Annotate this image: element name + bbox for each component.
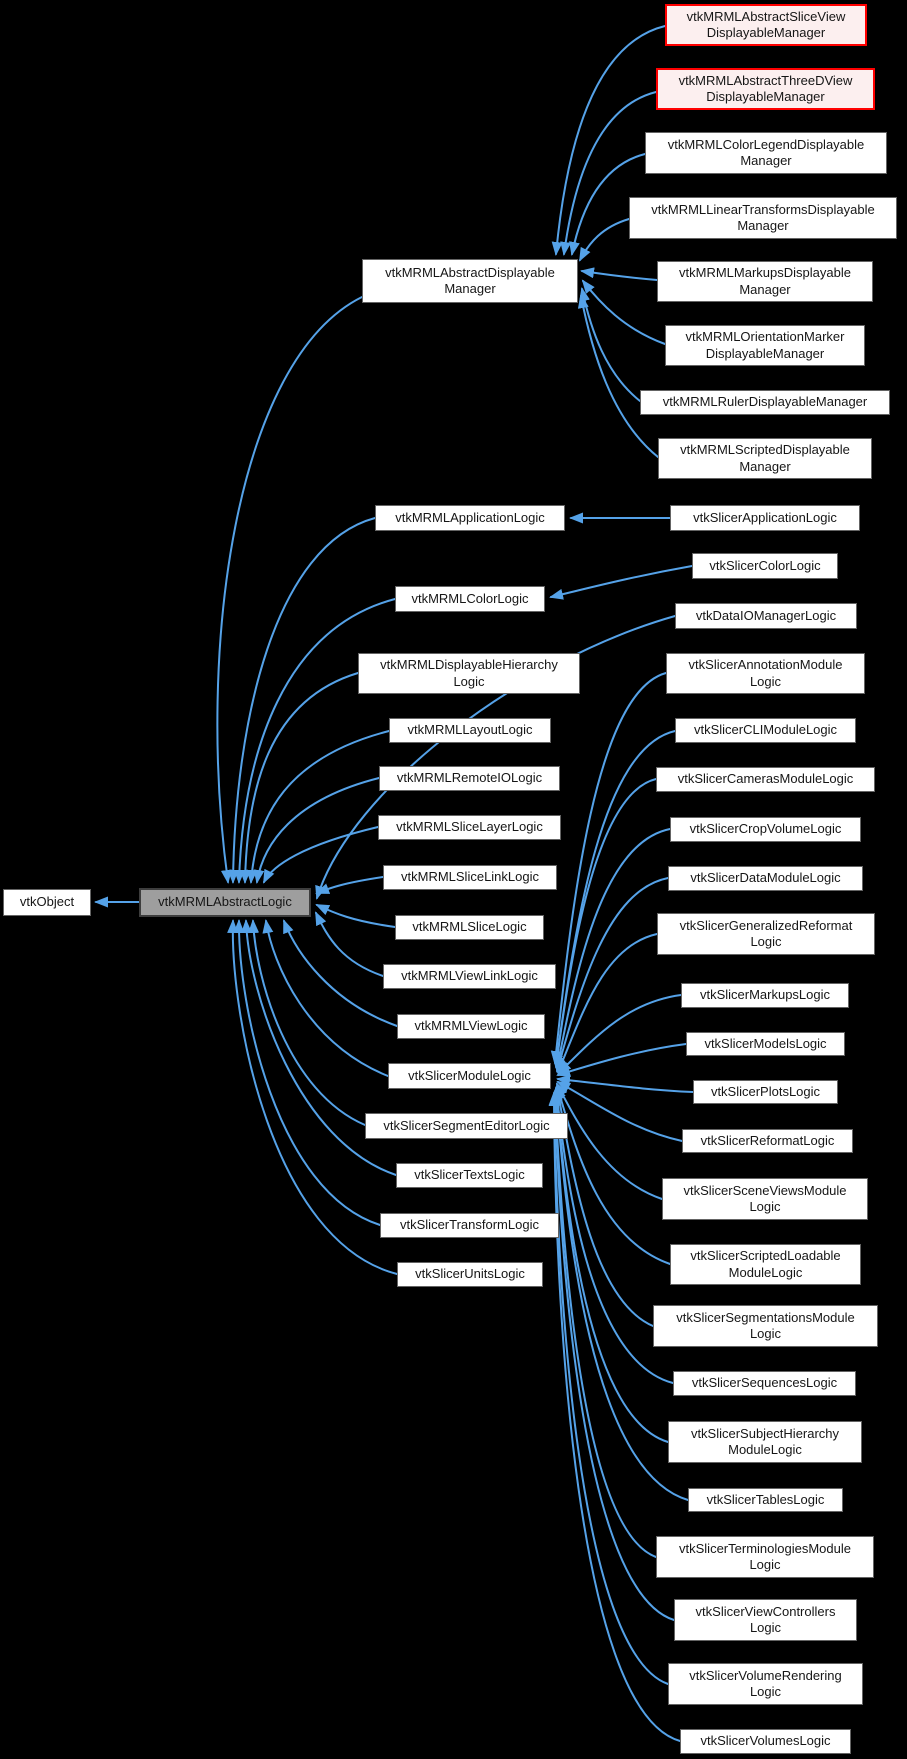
node-vtkMRMLDisplayableHierarchyLogic[interactable]: vtkMRMLDisplayableHierarchy Logic xyxy=(358,653,580,694)
node-vtkSlicerColorLogic[interactable]: vtkSlicerColorLogic xyxy=(692,553,838,579)
node-vtkSlicerCamerasModuleLogic[interactable]: vtkSlicerCamerasModuleLogic xyxy=(656,767,875,792)
node-vtkMRMLColorLogic[interactable]: vtkMRMLColorLogic xyxy=(395,586,545,612)
node-vtkSlicerViewControllersLogic[interactable]: vtkSlicerViewControllers Logic xyxy=(674,1599,857,1641)
node-vtkMRMLViewLogic[interactable]: vtkMRMLViewLogic xyxy=(397,1014,545,1039)
edge-markups-dm xyxy=(580,267,658,281)
node-vtkSlicerTransformLogic[interactable]: vtkSlicerTransformLogic xyxy=(380,1213,559,1238)
edge-view-abstractlogic xyxy=(283,919,398,1027)
edge-sceneviews-modulelogic xyxy=(556,1082,663,1200)
edge-volumes-modulelogic xyxy=(548,1092,681,1742)
edge-markupslogic-modulelogic xyxy=(557,994,682,1075)
edge-viewlink-abstractlogic xyxy=(315,911,384,977)
node-vtkSlicerUnitsLogic[interactable]: vtkSlicerUnitsLogic xyxy=(397,1262,543,1287)
node-vtkSlicerTextsLogic[interactable]: vtkSlicerTextsLogic xyxy=(396,1163,543,1188)
node-vtkSlicerSequencesLogic[interactable]: vtkSlicerSequencesLogic xyxy=(673,1371,856,1396)
edge-models-modulelogic xyxy=(556,1043,687,1077)
edge-mrmlcolor-abstractlogic xyxy=(233,598,396,884)
node-vtkMRMLRemoteIOLogic[interactable]: vtkMRMLRemoteIOLogic xyxy=(379,766,560,791)
node-vtkMRMLColorLegendDisplayableManager[interactable]: vtkMRMLColorLegendDisplayable Manager xyxy=(645,132,887,174)
node-vtkSlicerVolumeRenderingLogic[interactable]: vtkSlicerVolumeRendering Logic xyxy=(668,1663,863,1705)
node-vtkSlicerApplicationLogic[interactable]: vtkSlicerApplicationLogic xyxy=(670,505,860,531)
edge-annotation-modulelogic xyxy=(550,672,667,1065)
node-vtkMRMLRulerDisplayableManager[interactable]: vtkMRMLRulerDisplayableManager xyxy=(640,390,890,415)
edge-transform-abstractlogic xyxy=(233,919,381,1226)
node-vtkMRMLAbstractThreeDViewDisplayableManager[interactable]: vtkMRMLAbstractThreeDView DisplayableMan… xyxy=(656,68,875,110)
edge-mrmlapplication-abstractlogic xyxy=(227,517,376,884)
node-vtkSlicerReformatLogic[interactable]: vtkSlicerReformatLogic xyxy=(682,1129,853,1153)
node-vtkMRMLAbstractLogic[interactable]: vtkMRMLAbstractLogic xyxy=(139,888,311,917)
edge-abstractdm-abstractlogic xyxy=(216,296,363,884)
node-vtkMRMLLayoutLogic[interactable]: vtkMRMLLayoutLogic xyxy=(389,718,551,743)
edge-tables-modulelogic xyxy=(551,1088,689,1501)
edge-reformat-modulelogic xyxy=(556,1081,683,1142)
node-vtkSlicerCropVolumeLogic[interactable]: vtkSlicerCropVolumeLogic xyxy=(670,817,861,842)
node-vtkMRMLLinearTransformsDisplayableManager[interactable]: vtkMRMLLinearTransformsDisplayable Manag… xyxy=(629,197,897,239)
node-vtkMRMLSliceLayerLogic[interactable]: vtkMRMLSliceLayerLogic xyxy=(378,815,561,840)
node-vtkMRMLAbstractDisplayableManager[interactable]: vtkMRMLAbstractDisplayable Manager xyxy=(362,259,578,303)
edge-layout-abstractlogic xyxy=(246,730,390,884)
node-vtkMRMLOrientationMarkerDisplayableManager[interactable]: vtkMRMLOrientationMarker DisplayableMana… xyxy=(665,325,865,366)
edge-terminologies-modulelogic xyxy=(550,1089,657,1558)
node-vtkMRMLMarkupsDisplayableManager[interactable]: vtkMRMLMarkupsDisplayable Manager xyxy=(657,261,873,302)
node-vtkSlicerGeneralizedReformatLogic[interactable]: vtkSlicerGeneralizedReformat Logic xyxy=(657,913,875,955)
node-vtkMRMLSliceLinkLogic[interactable]: vtkMRMLSliceLinkLogic xyxy=(383,865,557,890)
node-vtkSlicerSegmentEditorLogic[interactable]: vtkSlicerSegmentEditorLogic xyxy=(365,1113,568,1139)
node-vtkSlicerMarkupsLogic[interactable]: vtkSlicerMarkupsLogic xyxy=(681,983,849,1008)
edge-lineartransforms-dm xyxy=(579,218,630,262)
node-vtkSlicerScriptedLoadableModuleLogic[interactable]: vtkSlicerScriptedLoadable ModuleLogic xyxy=(670,1244,861,1285)
node-vtkSlicerDataModuleLogic[interactable]: vtkSlicerDataModuleLogic xyxy=(668,866,863,891)
node-vtkSlicerModuleLogic[interactable]: vtkSlicerModuleLogic xyxy=(388,1063,551,1089)
node-vtkSlicerTablesLogic[interactable]: vtkSlicerTablesLogic xyxy=(688,1488,843,1512)
node-vtkSlicerSceneViewsModuleLogic[interactable]: vtkSlicerSceneViewsModule Logic xyxy=(662,1178,868,1220)
node-vtkMRMLScriptedDisplayableManager[interactable]: vtkMRMLScriptedDisplayable Manager xyxy=(658,438,872,479)
edge-displayablehierarchy-abstractlogic xyxy=(239,672,359,884)
edge-slicelayer-abstractlogic xyxy=(263,826,379,884)
node-vtkMRMLSliceLogic[interactable]: vtkMRMLSliceLogic xyxy=(395,915,544,940)
node-vtkSlicerTerminologiesModuleLogic[interactable]: vtkSlicerTerminologiesModule Logic xyxy=(656,1536,874,1578)
edge-segmentations-modulelogic xyxy=(553,1085,654,1327)
edge-slicelink-abstractlogic xyxy=(315,876,384,894)
node-vtkMRMLViewLinkLogic[interactable]: vtkMRMLViewLinkLogic xyxy=(383,964,556,989)
node-vtkSlicerSegmentationsModuleLogic[interactable]: vtkSlicerSegmentationsModule Logic xyxy=(653,1305,878,1347)
node-vtkDataIOManagerLogic[interactable]: vtkDataIOManagerLogic xyxy=(675,603,857,629)
edge-threedview-dm xyxy=(560,91,657,256)
edge-segmenteditor-abstractlogic xyxy=(248,919,366,1126)
edge-subjecthierarchy-modulelogic xyxy=(551,1087,669,1443)
edge-ruler-dm xyxy=(579,287,641,402)
edge-generalizedreformat-modulelogic xyxy=(557,933,658,1074)
edge-colorlegend-dm xyxy=(569,153,646,256)
node-vtkSlicerVolumesLogic[interactable]: vtkSlicerVolumesLogic xyxy=(680,1729,851,1754)
edge-slice-abstractlogic xyxy=(315,904,396,928)
node-vtkSlicerPlotsLogic[interactable]: vtkSlicerPlotsLogic xyxy=(693,1080,838,1104)
edge-scripted-dm xyxy=(577,294,659,458)
edge-datamodule-modulelogic xyxy=(554,877,669,1073)
edge-texts-abstractlogic xyxy=(240,919,397,1176)
edge-remoteio-abstractlogic xyxy=(253,777,380,884)
edge-viewcontrollers-modulelogic xyxy=(549,1090,675,1621)
edge-volumerendering-modulelogic xyxy=(548,1091,669,1685)
edge-scriptedloadable-modulelogic xyxy=(555,1084,671,1265)
node-vtkSlicerSubjectHierarchyModuleLogic[interactable]: vtkSlicerSubjectHierarchy ModuleLogic xyxy=(668,1421,862,1463)
edge-cropvolume-modulelogic xyxy=(553,828,671,1071)
edge-modulelogic-abstractlogic xyxy=(262,919,389,1077)
node-vtkMRMLApplicationLogic[interactable]: vtkMRMLApplicationLogic xyxy=(375,505,565,531)
edge-cameras-modulelogic xyxy=(552,778,657,1069)
edge-units-abstractlogic xyxy=(227,919,398,1275)
edge-plots-modulelogic xyxy=(556,1074,694,1093)
node-vtkSlicerAnnotationModuleLogic[interactable]: vtkSlicerAnnotationModule Logic xyxy=(666,653,865,694)
edge-slicercolor-mrmlcolor xyxy=(549,565,693,600)
edge-sliceview-dm xyxy=(551,25,666,256)
node-vtkSlicerCLIModuleLogic[interactable]: vtkSlicerCLIModuleLogic xyxy=(675,718,856,743)
node-vtkSlicerModelsLogic[interactable]: vtkSlicerModelsLogic xyxy=(686,1032,845,1056)
node-vtkMRMLAbstractSliceViewDisplayableManager[interactable]: vtkMRMLAbstractSliceView DisplayableMana… xyxy=(665,4,867,46)
node-vtkObject[interactable]: vtkObject xyxy=(3,889,91,916)
